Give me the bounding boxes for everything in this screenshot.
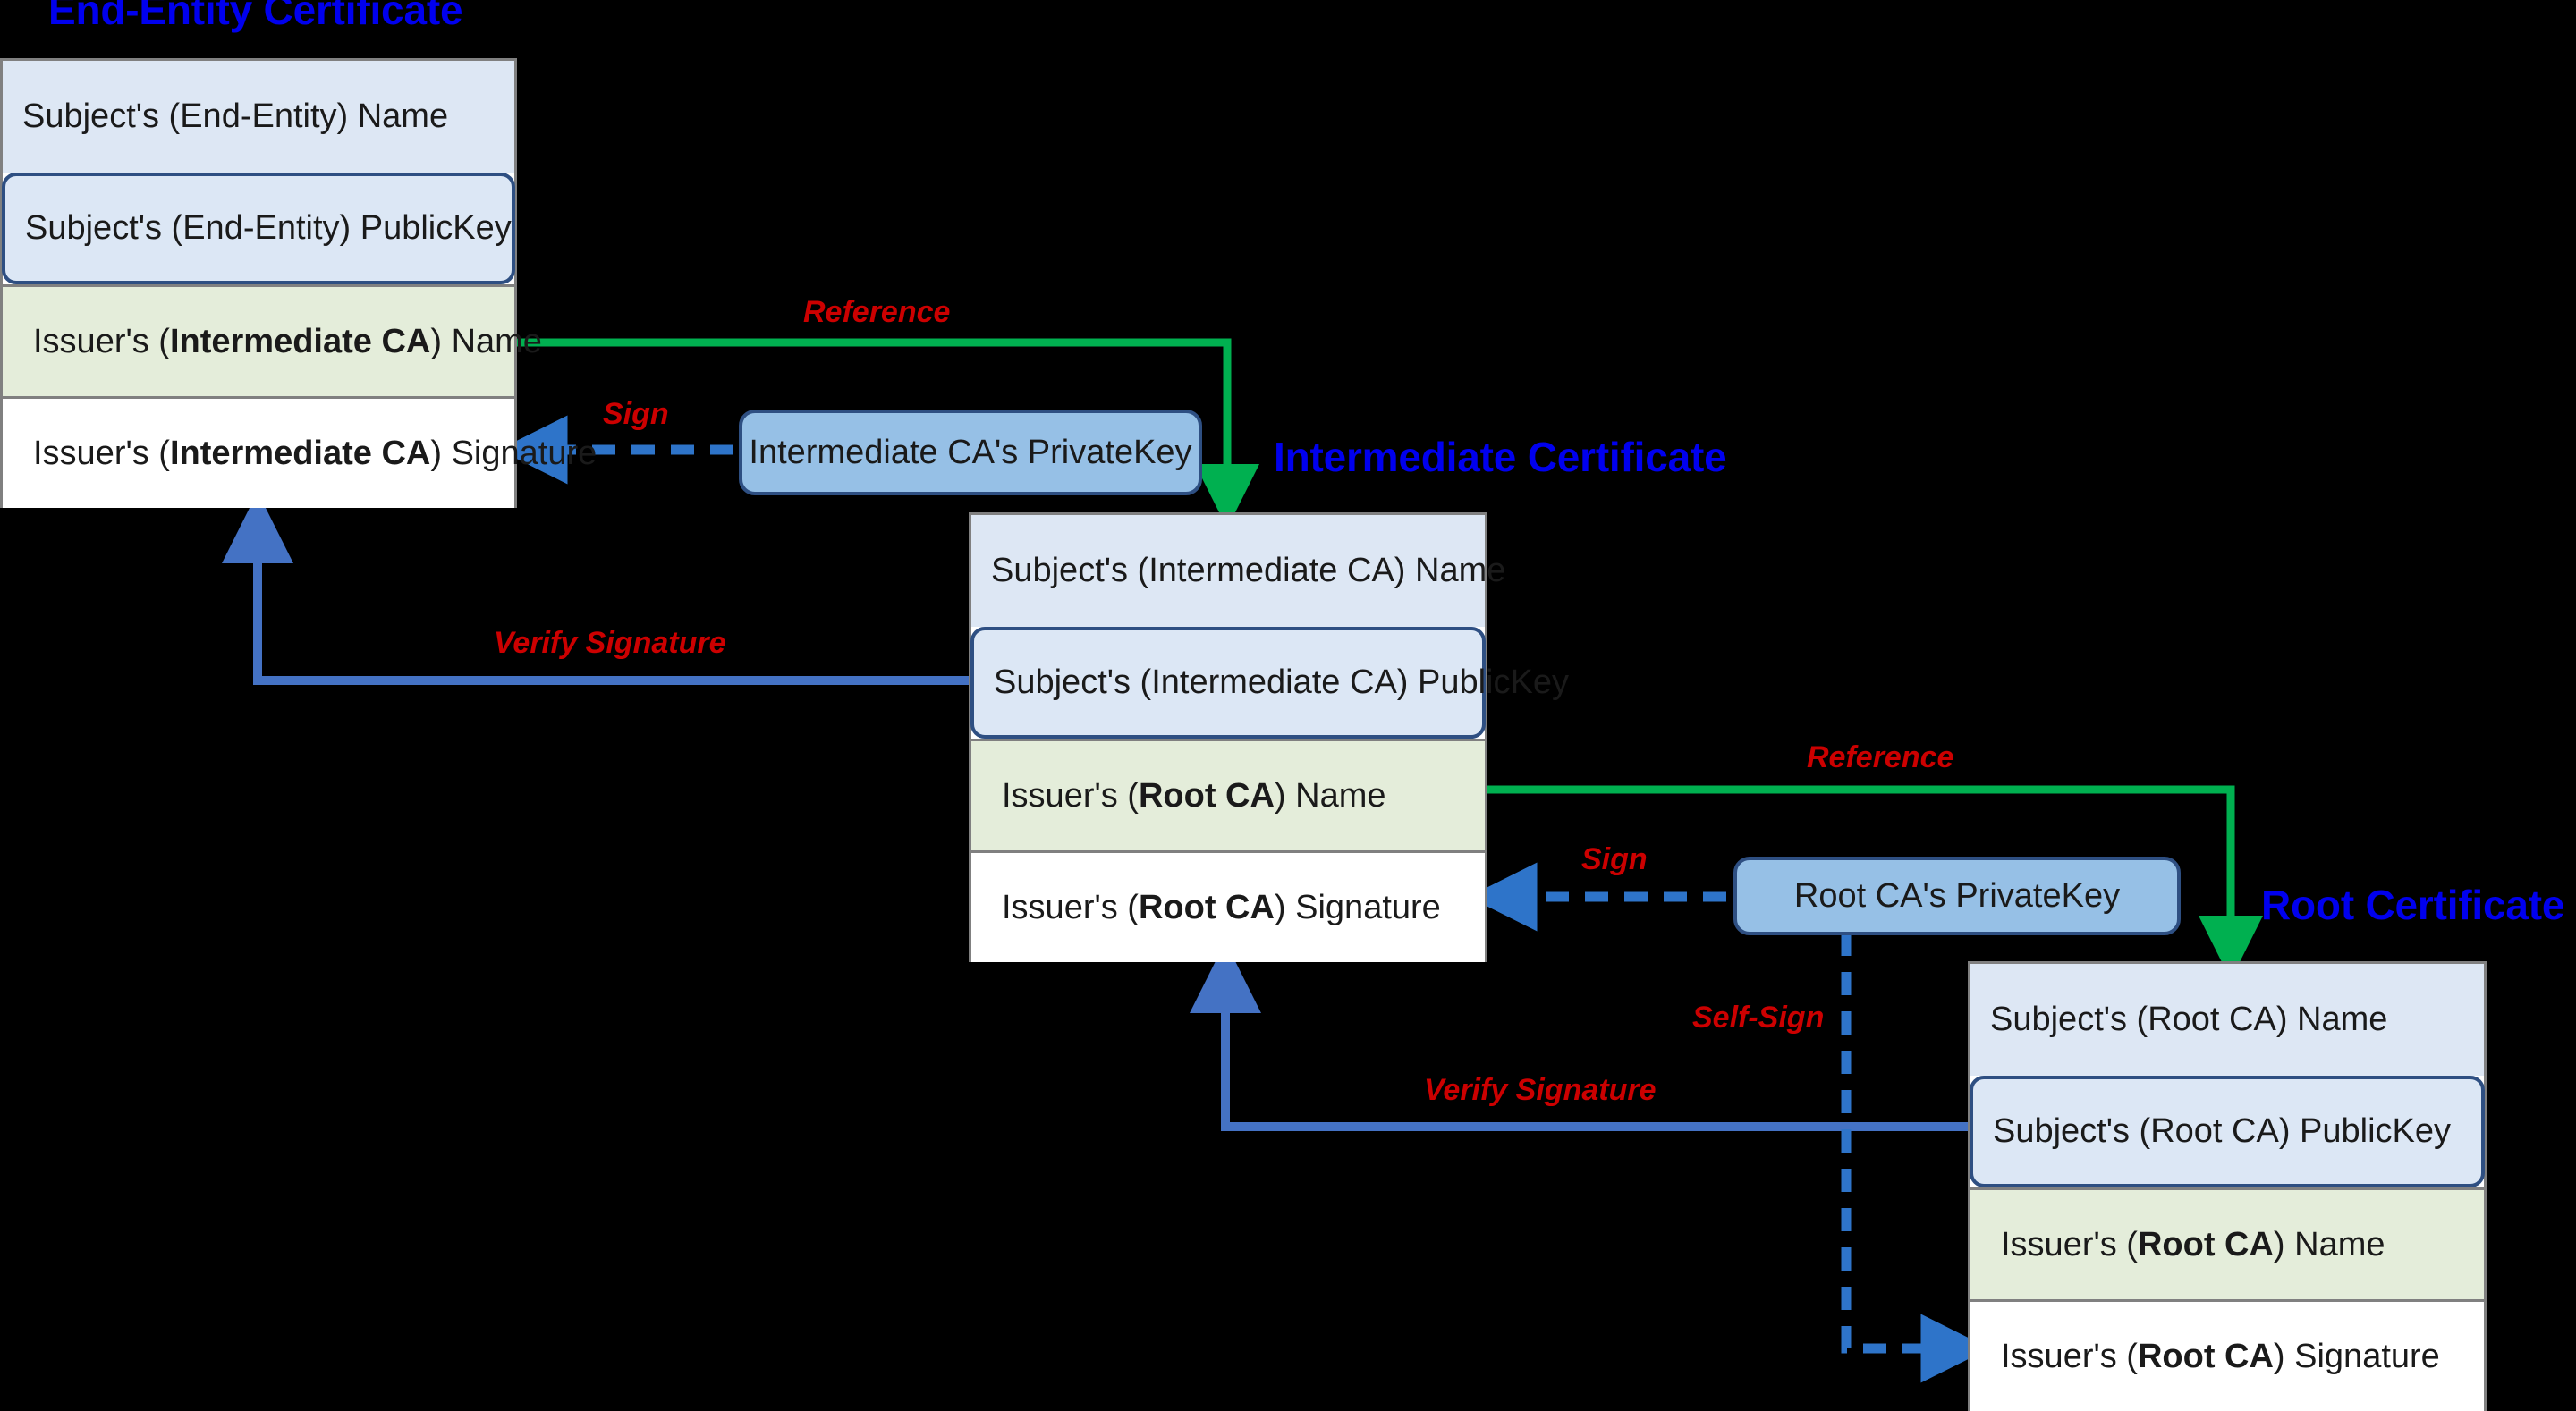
root-issuer-name-bold: Root CA (2137, 1225, 2274, 1263)
root-issuer-signature-row: Issuer's (Root CA) Signature (1970, 1299, 2484, 1411)
root-subject-name-row: Subject's (Root CA) Name (1970, 964, 2484, 1076)
end-entity-issuer-name-bold: Intermediate CA (169, 322, 431, 360)
intermediate-private-key-label: Intermediate CA's PrivateKey (749, 433, 1192, 471)
end-entity-title: End-Entity Certificate (48, 0, 463, 33)
end-entity-subject-name-row: Subject's (End-Entity) Name (3, 61, 514, 173)
intermediate-issuer-name-pre: Issuer's ( (1002, 776, 1139, 815)
end-entity-subject-publickey-row: Subject's (End-Entity) PublicKey (2, 173, 515, 284)
root-private-key-node: Root CA's PrivateKey (1733, 857, 2181, 935)
intermediate-issuer-signature-pre: Issuer's ( (1002, 888, 1139, 926)
sign-label-top: Sign (603, 397, 669, 431)
intermediate-issuer-signature-row: Issuer's (Root CA) Signature (971, 850, 1485, 962)
verify-signature-label-top: Verify Signature (494, 626, 726, 660)
root-issuer-signature-bold: Root CA (2137, 1337, 2274, 1375)
verify-arrow-top (222, 492, 969, 685)
self-sign-arrow (1841, 933, 1990, 1383)
end-entity-issuer-signature-pre: Issuer's ( (33, 434, 170, 472)
intermediate-issuer-name-row: Issuer's (Root CA) Name (971, 739, 1485, 850)
end-entity-subject-publickey-label: Subject's (End-Entity) PublicKey (25, 209, 512, 247)
verify-signature-label-bottom: Verify Signature (1424, 1073, 1657, 1107)
root-certificate: Subject's (Root CA) Name Subject's (Root… (1968, 961, 2487, 1411)
intermediate-private-key-node: Intermediate CA's PrivateKey (739, 410, 1202, 495)
root-subject-publickey-label: Subject's (Root CA) PublicKey (1993, 1112, 2452, 1150)
intermediate-subject-name-row: Subject's (Intermediate CA) Name (971, 515, 1505, 627)
verify-arrow-bottom (1190, 942, 1968, 1131)
intermediate-subject-publickey-label: Subject's (Intermediate CA) PublicKey (994, 663, 1569, 701)
root-issuer-name-row: Issuer's (Root CA) Name (1970, 1187, 2484, 1299)
root-issuer-name-post: ) Name (2273, 1225, 2385, 1263)
end-entity-issuer-name-post: ) Name (430, 322, 542, 360)
reference-arrow-top (517, 338, 1259, 528)
reference-label-bottom: Reference (1807, 740, 1954, 774)
intermediate-issuer-signature-bold: Root CA (1138, 888, 1275, 926)
root-title: Root Certificate (2261, 882, 2565, 928)
intermediate-subject-publickey-row: Subject's (Intermediate CA) PublicKey (970, 627, 1569, 739)
sign-label-bottom: Sign (1581, 842, 1648, 876)
end-entity-certificate: Subject's (End-Entity) Name Subject's (E… (0, 58, 597, 508)
intermediate-certificate: Subject's (Intermediate CA) Name Subject… (969, 512, 1569, 962)
self-sign-label: Self-Sign (1692, 1001, 1825, 1035)
end-entity-issuer-name-row: Issuer's (Intermediate CA) Name (3, 284, 542, 396)
end-entity-issuer-signature-bold: Intermediate CA (169, 434, 431, 472)
intermediate-issuer-name-post: ) Name (1274, 776, 1386, 815)
end-entity-issuer-signature-row: Issuer's (Intermediate CA) Signature (3, 396, 597, 508)
reference-label-top: Reference (803, 295, 951, 329)
intermediate-issuer-signature-post: ) Signature (1274, 888, 1441, 926)
end-entity-issuer-signature-post: ) Signature (430, 434, 597, 472)
root-issuer-signature-post: ) Signature (2273, 1337, 2440, 1375)
root-subject-name-label: Subject's (Root CA) Name (1990, 1001, 2388, 1038)
intermediate-title: Intermediate Certificate (1274, 434, 1727, 480)
intermediate-issuer-name-bold: Root CA (1138, 776, 1275, 815)
root-issuer-name-pre: Issuer's ( (2001, 1225, 2138, 1263)
root-subject-publickey-row: Subject's (Root CA) PublicKey (1970, 1076, 2485, 1187)
root-issuer-signature-pre: Issuer's ( (2001, 1337, 2138, 1375)
reference-arrow-bottom (1487, 785, 2263, 980)
intermediate-subject-name-label: Subject's (Intermediate CA) Name (991, 552, 1506, 589)
end-entity-issuer-name-pre: Issuer's ( (33, 322, 170, 360)
end-entity-subject-name-label: Subject's (End-Entity) Name (22, 97, 449, 135)
root-private-key-label: Root CA's PrivateKey (1793, 876, 2121, 915)
